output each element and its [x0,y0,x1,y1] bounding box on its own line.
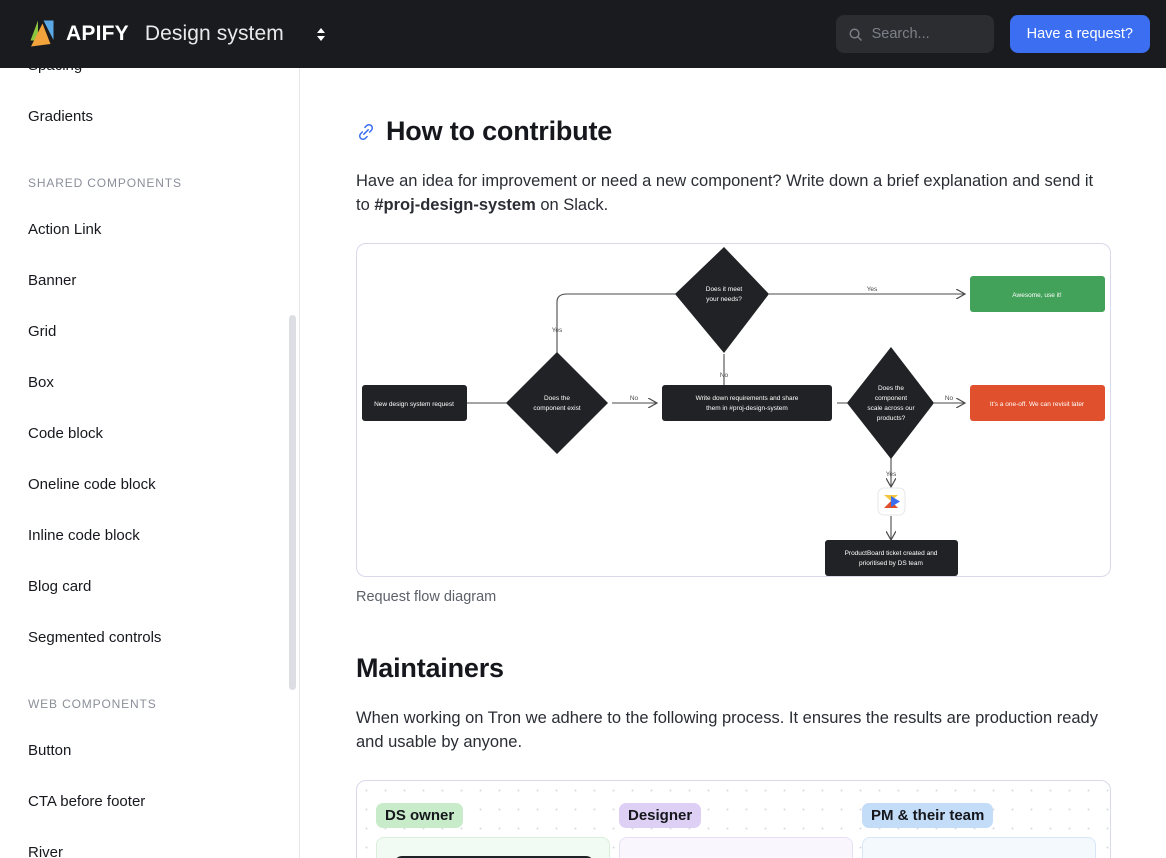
sidebar-group-title: WEB COMPONENTS [28,697,157,711]
svg-text:Does it meet: Does it meet [706,286,743,293]
board-column: Designer [619,803,853,858]
sidebar-item-segmented-controls[interactable]: Segmented controls [28,629,162,646]
flow-node-does-component-scale: Does the component scale across our prod… [847,347,934,459]
svg-text:Yes: Yes [886,471,897,478]
flow-node-write-down-requirements: Write down requirements and share them i… [662,385,832,421]
column-role-badge: Designer [619,803,702,828]
svg-text:Yes: Yes [552,327,563,334]
apify-logo-icon [30,20,54,47]
svg-text:them in #proj-design-system: them in #proj-design-system [706,405,788,412]
sidebar-item-button[interactable]: Button [28,742,72,759]
flow-node-one-off: It's a one-off. We can revisit later [970,385,1105,421]
sidebar-item-banner[interactable]: Banner [28,272,77,289]
search-icon [849,28,862,41]
sidebar-scrollbar-thumb[interactable] [289,315,296,690]
svg-text:ProductBoard ticket created an: ProductBoard ticket created and [845,550,938,557]
flow-node-does-component-exist: Does the component exist [506,352,608,454]
flow-node-start: New design system request [362,385,467,421]
flow-node-awesome-use-it: Awesome, use it! [970,276,1105,312]
board-column: DS owner [376,803,610,858]
app-header: APIFY Design system Have a request? [0,0,1166,68]
page-title-text: How to contribute [386,116,613,146]
board-column: PM & their team [862,803,1096,858]
contribute-text-before: Have an idea for improvement or need a n… [356,172,1094,214]
svg-text:prioritised by DS team: prioritised by DS team [859,560,923,567]
svg-text:No: No [945,395,954,402]
header-actions: Have a request? [835,15,1150,53]
svg-text:New design system request: New design system request [374,401,454,408]
sidebar-item-action-link[interactable]: Action Link [28,221,102,238]
maintainers-title: Maintainers [356,653,504,683]
svg-text:component: component [875,395,907,402]
brand-name: APIFY [66,22,129,45]
slack-channel-name: #proj-design-system [374,196,536,214]
maintainers-paragraph: When working on Tron we adhere to the fo… [356,709,1098,751]
column-panel [862,837,1096,858]
svg-text:your needs?: your needs? [706,296,742,303]
contribute-paragraph: Have an idea for improvement or need a n… [356,169,1104,217]
search-box[interactable] [835,15,994,53]
sidebar-item-spacing[interactable]: Spacing [28,68,299,91]
column-panel [376,837,610,858]
flow-node-does-it-meet-your-needs: Does it meet your needs? [675,247,769,353]
brand-subtitle: Design system [144,22,284,45]
sidebar-item-river[interactable]: River [28,844,64,858]
brand[interactable]: APIFY Design system [28,19,330,49]
productboard-icon [877,487,906,516]
sidebar-group-title: SHARED COMPONENTS [28,176,182,190]
column-role-badge: PM & their team [862,803,994,828]
svg-text:No: No [630,395,639,402]
sidebar-item-oneline-code-block[interactable]: Oneline code block [28,476,156,493]
sidebar-item-list: SpacingGradientsSHARED COMPONENTS Action … [0,68,299,858]
sidebar-item-box[interactable]: Box [28,374,54,391]
process-step-card[interactable] [394,856,594,858]
board-columns: DS owner Designer PM & their team [376,803,1096,858]
figure-caption: Request flow diagram [356,589,497,605]
sidebar-item-code-block[interactable]: Code block [28,425,104,442]
flow-node-productboard-ticket: ProductBoard ticket created and prioriti… [825,540,958,576]
maintainers-board: DS owner Designer PM & their team [356,780,1111,858]
main-content: How to contribute Have an idea for impro… [300,68,1166,858]
svg-text:No: No [720,372,729,379]
chevron-up-down-icon[interactable] [312,22,330,46]
column-panel [619,837,853,858]
column-role-badge: DS owner [376,803,464,828]
sidebar-item-grid[interactable]: Grid [28,323,57,340]
contribute-text-after: on Slack. [535,196,609,214]
sidebar-item-inline-code-block[interactable]: Inline code block [28,527,140,544]
sidebar-item-blog-card[interactable]: Blog card [28,578,92,595]
svg-text:component exist: component exist [533,405,581,412]
link-icon[interactable] [356,122,376,142]
sidebar-item-cta-before-footer[interactable]: CTA before footer [28,793,146,810]
flow-diagram-svg: Yes No Yes No No Yes New design system r… [362,247,1105,576]
sidebar-nav: SpacingGradientsSHARED COMPONENTS Action … [0,68,300,858]
page-title: How to contribute [356,116,1111,147]
svg-text:Does the: Does the [544,395,570,402]
svg-text:scale across our: scale across our [867,405,915,412]
sidebar-item-gradients[interactable]: Gradients [28,108,94,125]
svg-text:It's a one-off. We can revisit: It's a one-off. We can revisit later [990,401,1085,408]
svg-text:products?: products? [877,415,906,422]
svg-text:Write down requirements and sh: Write down requirements and share [696,395,799,402]
svg-text:Does the: Does the [878,385,904,392]
search-input[interactable] [871,26,982,42]
request-flow-diagram: Yes No Yes No No Yes New design system r… [356,243,1111,577]
have-a-request-button[interactable]: Have a request? [1009,15,1150,53]
svg-text:Yes: Yes [867,286,878,293]
svg-text:Awesome, use it!: Awesome, use it! [1012,292,1062,299]
